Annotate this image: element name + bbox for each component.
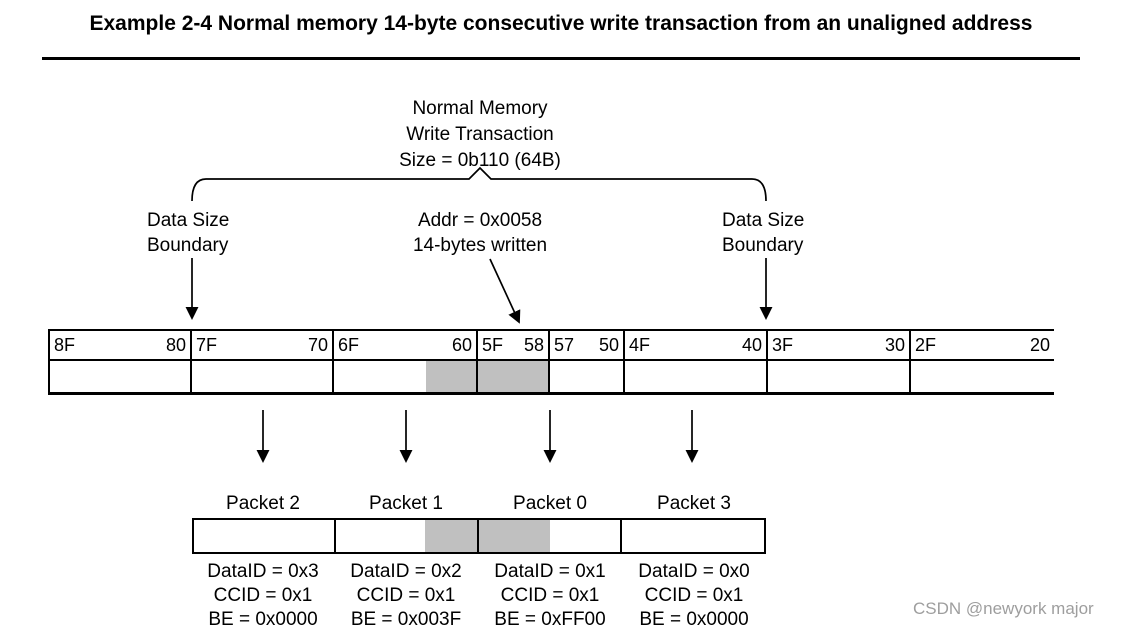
memory-segment-2f-20: 2F 20 — [911, 331, 1054, 392]
packet-2-be: BE = 0x0000 — [208, 609, 318, 630]
packet-3-segment — [622, 520, 764, 552]
csdn-watermark: CSDN @newyork major — [913, 599, 1094, 618]
packet-3-info: DataID = 0x0 CCID = 0x1 BE = 0x0000 — [604, 560, 784, 632]
address-label-line2: 14-bytes written — [412, 235, 548, 256]
memory-cell — [192, 361, 332, 392]
packet-0-label: Packet 0 — [513, 493, 587, 514]
memory-label-start: 8F — [54, 334, 76, 355]
title-rule — [42, 57, 1080, 60]
packet-1-segment — [336, 520, 479, 552]
transaction-label-line2: Write Transaction — [406, 124, 554, 145]
memory-segment-3f-30: 3F 30 — [768, 331, 911, 392]
memory-label-start: 6F — [338, 334, 360, 355]
written-bytes-highlight — [425, 361, 476, 392]
memory-label-end: 30 — [884, 334, 905, 355]
boundary-right-line1: Data Size — [722, 210, 805, 231]
packet-3-ccid: CCID = 0x1 — [644, 585, 744, 606]
memory-label-end: 70 — [307, 334, 328, 355]
packet-0-be: BE = 0xFF00 — [494, 609, 606, 630]
packet-1-dataid: DataID = 0x2 — [350, 561, 462, 582]
memory-cell — [334, 361, 476, 392]
memory-label-end: 60 — [451, 334, 472, 355]
memory-segment-5f-58: 5F 58 — [478, 331, 550, 392]
transaction-label-line1: Normal Memory — [412, 98, 548, 119]
packet-2-segment — [194, 520, 336, 552]
memory-cell — [50, 361, 190, 392]
packet-1-be: BE = 0x003F — [350, 609, 462, 630]
memory-segment-7f-70: 7F 70 — [192, 331, 334, 392]
packet-2-label: Packet 2 — [226, 493, 300, 514]
memory-label-start: 7F — [196, 334, 218, 355]
boundary-left-line1: Data Size — [147, 210, 230, 231]
memory-cell — [768, 361, 909, 392]
memory-cell — [550, 361, 623, 392]
memory-segment-4f-40: 4F 40 — [625, 331, 768, 392]
memory-label-start: 4F — [629, 334, 651, 355]
data-size-boundary-label-right: Data Size Boundary — [722, 208, 804, 258]
memory-label-end: 58 — [523, 334, 544, 355]
memory-label-start: 57 — [554, 334, 575, 355]
addr-pointer-arrow — [489, 258, 521, 324]
memory-cell — [911, 361, 1054, 392]
packet-2-ccid: CCID = 0x1 — [213, 585, 313, 606]
memory-label-end: 40 — [741, 334, 762, 355]
memory-label-start: 2F — [915, 334, 937, 355]
packet-3-dataid: DataID = 0x0 — [638, 561, 750, 582]
memory-segment-8f-80: 8F 80 — [50, 331, 192, 392]
transaction-label: Normal Memory Write Transaction Size = 0… — [330, 96, 630, 174]
packet-0-ccid: CCID = 0x1 — [500, 585, 600, 606]
written-bytes-highlight — [479, 520, 550, 552]
address-label: Addr = 0x0058 14-bytes written — [380, 208, 580, 258]
memory-label-start: 3F — [772, 334, 794, 355]
boundary-right-line2: Boundary — [722, 235, 804, 256]
packet-2-info: DataID = 0x3 CCID = 0x1 BE = 0x0000 — [173, 560, 353, 632]
memory-cell-written — [478, 361, 548, 392]
memory-address-bar: 8F 80 7F 70 6F 60 5F 58 — [48, 329, 1054, 395]
memory-cell — [625, 361, 766, 392]
packet-3-be: BE = 0x0000 — [639, 609, 749, 630]
written-bytes-highlight — [424, 520, 477, 552]
packet-0-info: DataID = 0x1 CCID = 0x1 BE = 0xFF00 — [460, 560, 640, 632]
memory-label-end: 20 — [1029, 334, 1050, 355]
memory-segment-57-50: 57 50 — [550, 331, 625, 392]
packet-1-label: Packet 1 — [369, 493, 443, 514]
address-label-line1: Addr = 0x0058 — [417, 210, 543, 231]
memory-label-start: 5F — [482, 334, 504, 355]
packet-3-label: Packet 3 — [657, 493, 731, 514]
boundary-left-line2: Boundary — [147, 235, 229, 256]
memory-label-end: 50 — [598, 334, 619, 355]
data-size-boundary-label-left: Data Size Boundary — [147, 208, 229, 258]
memory-segment-6f-60: 6F 60 — [334, 331, 478, 392]
packet-1-info: DataID = 0x2 CCID = 0x1 BE = 0x003F — [316, 560, 496, 632]
memory-label-end: 80 — [165, 334, 186, 355]
transaction-size-label: Size = 0b110 (64B) — [399, 150, 561, 171]
packet-2-dataid: DataID = 0x3 — [207, 561, 319, 582]
packet-0-dataid: DataID = 0x1 — [494, 561, 606, 582]
example-title: Example 2-4 Normal memory 14-byte consec… — [89, 12, 1033, 35]
packet-bar — [192, 518, 766, 554]
packet-1-ccid: CCID = 0x1 — [356, 585, 456, 606]
packet-0-segment — [479, 520, 622, 552]
